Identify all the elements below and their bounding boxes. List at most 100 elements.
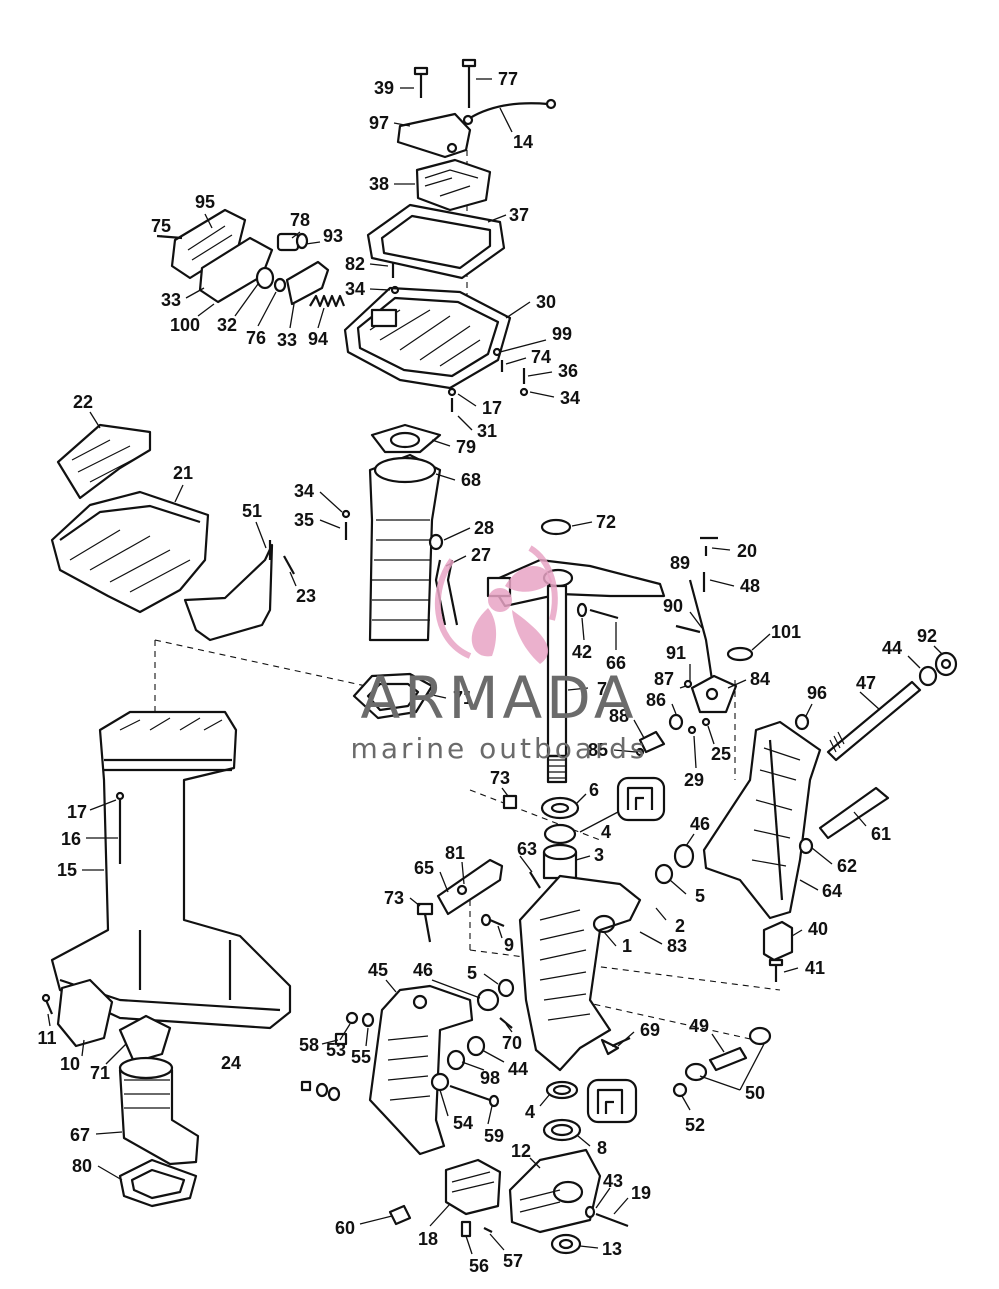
small-parts-right: [635, 679, 711, 757]
callout-52: 52: [685, 1115, 705, 1135]
bushing-3: [542, 843, 578, 880]
clip-56: [460, 1220, 472, 1238]
callout-46: 46: [690, 814, 710, 834]
stud-73: [502, 794, 518, 810]
callout-71: 71: [453, 688, 473, 708]
wire-89: [688, 579, 714, 681]
callout-19: 19: [631, 1183, 651, 1203]
callout-34: 34: [560, 388, 580, 408]
callout-4: 4: [525, 1102, 535, 1122]
callout-39: 39: [374, 78, 394, 98]
callout-7: 7: [597, 679, 607, 699]
exhaust-housing-30: [343, 286, 512, 390]
callout-31: 31: [477, 421, 497, 441]
callout-46: 46: [413, 960, 433, 980]
callout-11: 11: [37, 1028, 56, 1048]
screw-41: [768, 958, 784, 982]
callout-4: 4: [601, 822, 611, 842]
screw-9: [480, 913, 505, 928]
washer-76: [273, 277, 287, 293]
callout-25: 25: [711, 744, 731, 764]
callout-24: 24: [221, 1053, 241, 1073]
callout-53: 53: [326, 1040, 346, 1060]
cap-72: [540, 518, 572, 536]
pin-57: [483, 1227, 493, 1233]
callout-21: 21: [173, 463, 193, 483]
callout-61: 61: [871, 824, 891, 844]
callout-101: 101: [771, 622, 801, 642]
gasket-37: [366, 203, 506, 280]
bushing-5b: [497, 978, 515, 998]
screw-66: [576, 602, 619, 620]
callout-84: 84: [750, 669, 770, 689]
callout-65: 65: [414, 858, 434, 878]
screw-69: [600, 1036, 631, 1056]
callout-59: 59: [484, 1126, 504, 1146]
callout-98: 98: [480, 1068, 500, 1088]
callout-71: 71: [90, 1063, 110, 1083]
callout-33: 33: [277, 330, 297, 350]
bushing-5: [654, 863, 674, 885]
mount-18: [444, 1158, 502, 1216]
spring-63: [529, 871, 541, 889]
ground-strap-14: [462, 98, 557, 126]
callout-37: 37: [509, 205, 529, 225]
callout-66: 66: [606, 653, 626, 673]
callout-36: 36: [558, 361, 578, 381]
gasket-71-mid: [352, 672, 434, 720]
callout-41: 41: [805, 958, 825, 978]
cover-22: [56, 423, 152, 500]
callout-70: 70: [502, 1033, 522, 1053]
callout-42: 42: [572, 642, 592, 662]
callout-17: 17: [482, 398, 502, 418]
clamp-bracket-45: [368, 984, 474, 1156]
callout-18: 18: [418, 1229, 438, 1249]
lower-cowl-21: [50, 490, 210, 614]
callout-91: 91: [666, 643, 686, 663]
plate-60: [388, 1204, 412, 1226]
callout-88: 88: [609, 706, 629, 726]
screw-90: [675, 624, 701, 634]
cover-plate-97: [396, 112, 472, 159]
orientation-symbol-upper: [579, 776, 666, 833]
callout-63: 63: [517, 839, 537, 859]
washer-44: [918, 665, 938, 687]
gasket-79: [370, 423, 442, 454]
callout-57: 57: [503, 1251, 523, 1271]
callout-67: 67: [70, 1125, 90, 1145]
screw-73b: [416, 902, 434, 943]
lever-65: [436, 858, 504, 916]
propeller-icon: [434, 545, 558, 664]
bolt-39: [413, 66, 429, 98]
washer-54: [430, 1072, 450, 1092]
clip-101: [726, 646, 754, 662]
callout-35: 35: [294, 510, 314, 530]
callout-74: 74: [531, 347, 551, 367]
bolt-19: [584, 1205, 629, 1228]
callout-27: 27: [471, 545, 491, 565]
callout-3: 3: [594, 845, 604, 865]
callout-56: 56: [469, 1256, 489, 1276]
callout-51: 51: [242, 501, 262, 521]
watermark-tagline: marine outboards: [351, 732, 648, 765]
watermark-brand: ARMADA: [360, 664, 637, 732]
callout-23: 23: [296, 586, 316, 606]
callout-44: 44: [882, 638, 902, 658]
callout-45: 45: [368, 960, 388, 980]
trim-pin-set: [672, 1026, 772, 1098]
callout-62: 62: [837, 856, 857, 876]
callout-85: 85: [588, 740, 608, 760]
callout-99: 99: [552, 324, 572, 344]
callout-30: 30: [536, 292, 556, 312]
callout-86: 86: [646, 690, 666, 710]
tilt-lever-61: [818, 786, 890, 840]
spring-94: [309, 294, 346, 308]
callout-90: 90: [663, 596, 683, 616]
stern-bracket-64: [702, 720, 822, 920]
small-left-set: [300, 1011, 375, 1102]
callout-82: 82: [345, 254, 365, 274]
callout-54: 54: [453, 1113, 473, 1133]
cowl-half-51: [183, 540, 274, 642]
callout-43: 43: [603, 1171, 623, 1191]
